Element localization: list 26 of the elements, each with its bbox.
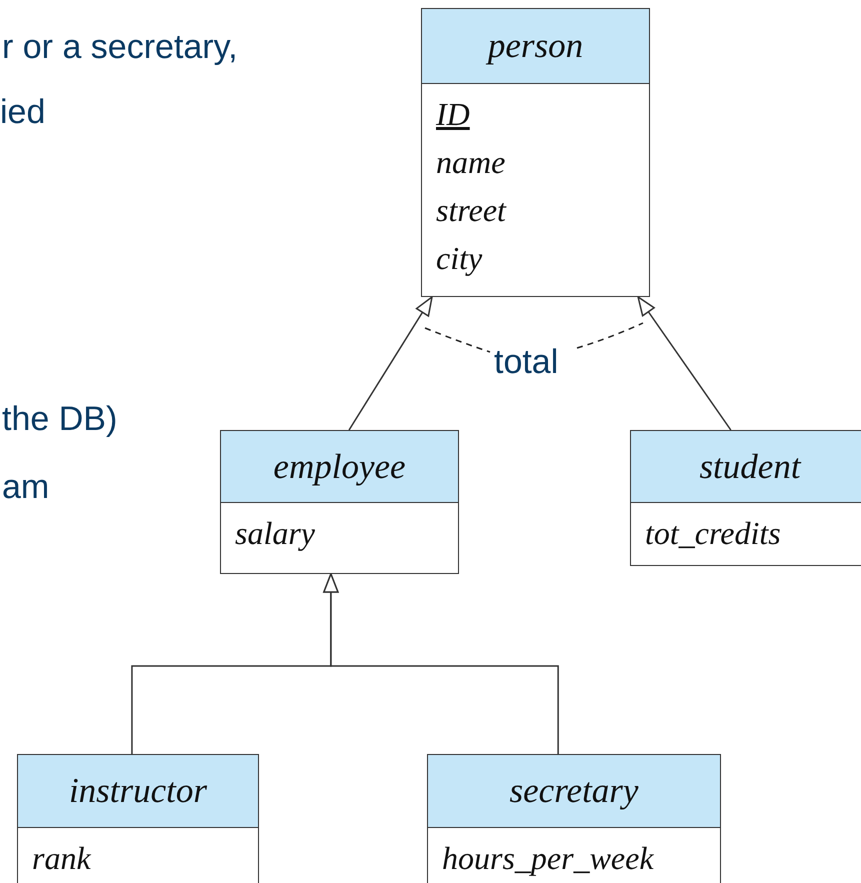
inheritance-arrow <box>323 573 559 754</box>
entity-name: instructor <box>68 771 208 811</box>
constraint-label: total <box>494 345 558 379</box>
entity-box <box>427 754 721 883</box>
attribute: street <box>436 191 506 230</box>
primary-key-attribute: ID <box>436 95 470 134</box>
inheritance-arrow <box>637 296 732 430</box>
slide-text: r or a secretary, <box>2 30 238 64</box>
attribute: city <box>436 239 482 278</box>
attribute: tot_credits <box>645 514 781 553</box>
entity-name: secretary <box>510 771 638 811</box>
attribute: name <box>436 143 506 182</box>
inheritance-arrow <box>348 296 433 430</box>
entity-box <box>421 8 650 297</box>
entity-name: employee <box>273 446 406 486</box>
attribute: salary <box>235 514 315 553</box>
slide-text: the DB) <box>2 402 118 436</box>
attribute: hours_per_week <box>442 839 654 878</box>
attribute: rank <box>32 839 91 878</box>
entity-box <box>220 430 459 574</box>
entity-box <box>630 430 861 566</box>
slide-text: ied <box>0 95 46 129</box>
slide-text: am <box>2 470 50 504</box>
entity-name: student <box>699 446 801 486</box>
entity-box <box>17 754 259 883</box>
entity-name: person <box>488 26 584 66</box>
